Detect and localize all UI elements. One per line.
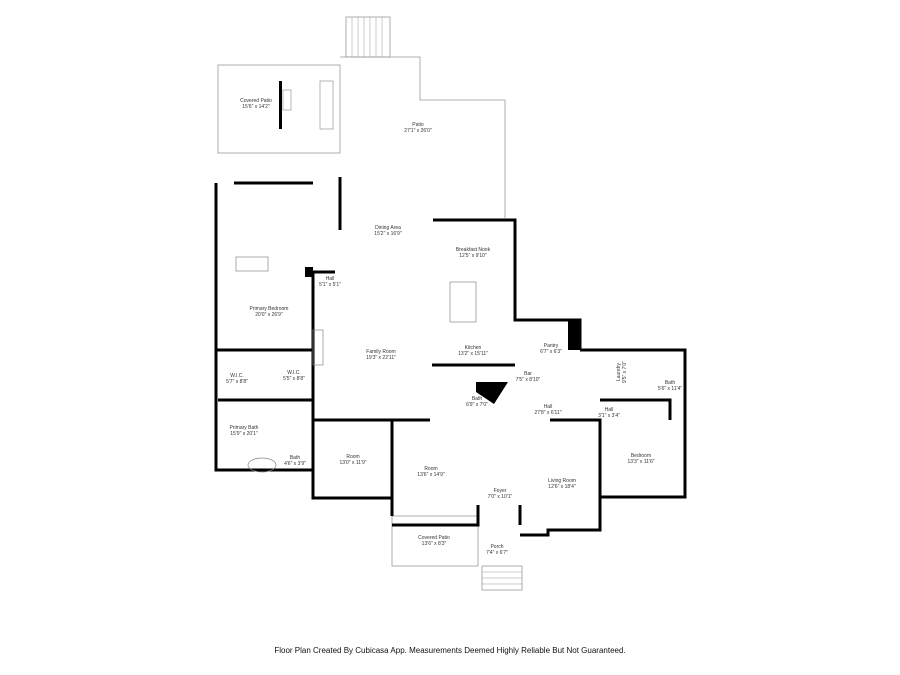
pantry-core bbox=[568, 320, 580, 350]
stair-core bbox=[476, 382, 508, 404]
disclaimer-footer: Floor Plan Created By Cubicasa App. Meas… bbox=[274, 646, 626, 655]
covered-patio-outline bbox=[217, 64, 341, 154]
column bbox=[305, 267, 313, 277]
kitchen-island bbox=[449, 281, 477, 323]
patio-steps bbox=[345, 16, 391, 58]
walls bbox=[214, 177, 687, 537]
room-label-wic-2: W.I.C.5'5" x 8'8" bbox=[283, 370, 305, 382]
room-label-wic-1: W.I.C.5'7" x 8'8" bbox=[226, 373, 248, 385]
steps-lines bbox=[351, 17, 522, 585]
covered-patio-front-outline bbox=[391, 515, 479, 567]
fireplace bbox=[312, 329, 324, 366]
covered-patio-fixtures bbox=[279, 80, 334, 130]
patio-outline bbox=[340, 56, 506, 218]
bathtub bbox=[247, 457, 277, 473]
bed bbox=[235, 256, 269, 272]
